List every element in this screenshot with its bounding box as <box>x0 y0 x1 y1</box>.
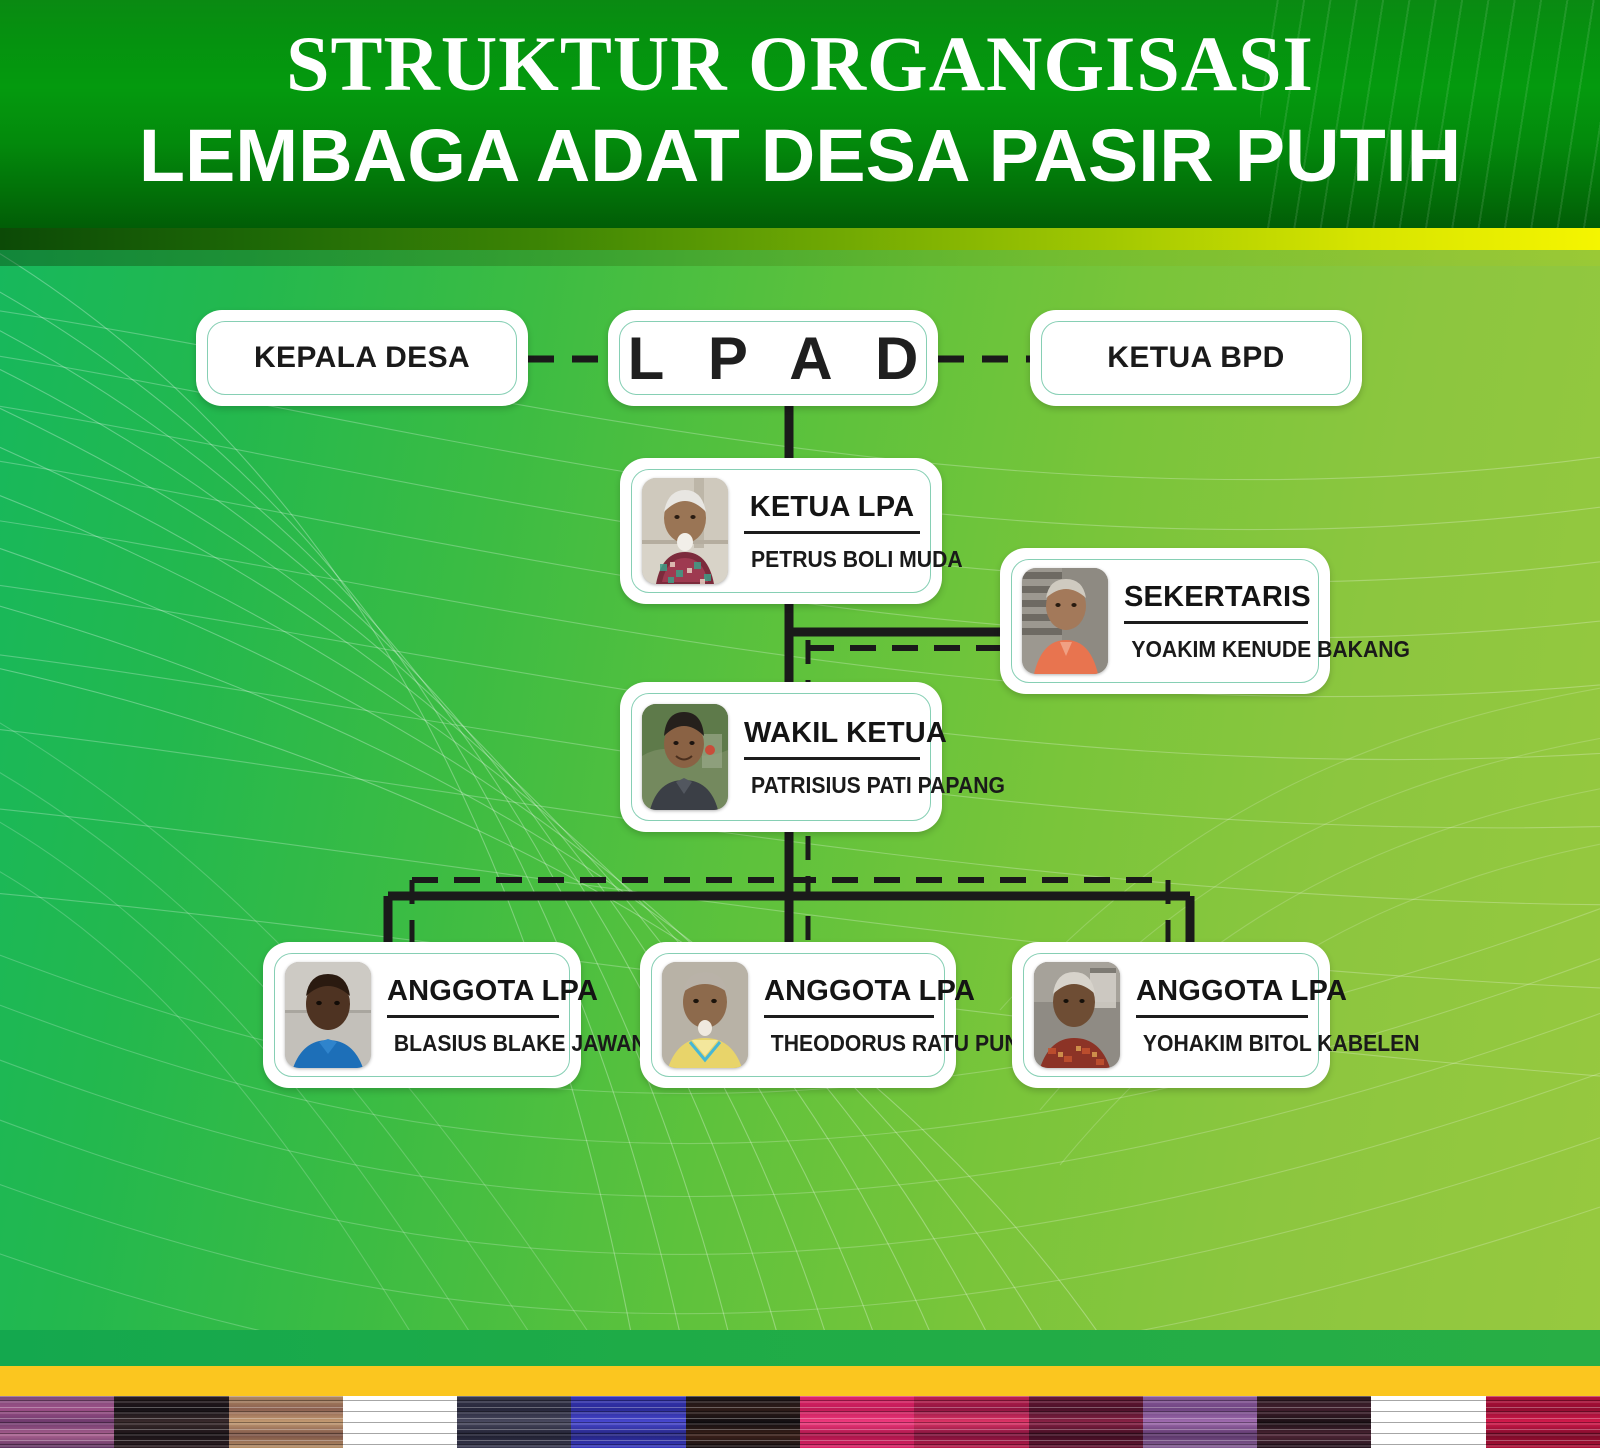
header-band-shadow <box>0 250 1600 266</box>
person-text: ANGGOTA LPA THEODORUS RATU PUNANG <box>764 974 1067 1057</box>
header-gradient-band <box>0 228 1600 250</box>
anggota-1-title: ANGGOTA LPA <box>387 974 599 1007</box>
header-title-line-2: LEMBAGA ADAT DESA PASIR PUTIH <box>138 114 1462 197</box>
textile-panel <box>685 1396 800 1448</box>
anggota-1-name: BLASIUS BLAKE JAWANG <box>393 1029 664 1056</box>
title-divider <box>764 1014 934 1018</box>
textile-panel <box>457 1396 572 1448</box>
textile-panel <box>0 1396 115 1448</box>
person-block: WAKIL KETUA PATRISIUS PATI PAPANG <box>642 702 1005 812</box>
title-divider <box>387 1014 559 1018</box>
node-anggota-1[interactable]: ANGGOTA LPA BLASIUS BLAKE JAWANG <box>263 942 664 1088</box>
node-anggota-2[interactable]: ANGGOTA LPA THEODORUS RATU PUNANG <box>640 942 1067 1088</box>
textile-panel <box>228 1396 343 1448</box>
wakil-ketua-title: WAKIL KETUA <box>744 716 948 749</box>
node-ketua-lpa[interactable]: KETUA LPA PETRUS BOLI MUDA <box>620 458 963 604</box>
textile-panel <box>1257 1396 1372 1448</box>
title-divider <box>744 530 920 534</box>
poster-header: STRUKTUR ORGANGISASI LEMBAGA ADAT DESA P… <box>0 0 1600 230</box>
person-photo-sekertaris <box>1022 568 1108 674</box>
person-photo-anggota-1 <box>285 962 371 1068</box>
person-block: ANGGOTA LPA THEODORUS RATU PUNANG <box>662 962 1067 1068</box>
person-block: KETUA LPA PETRUS BOLI MUDA <box>642 478 963 584</box>
person-text: KETUA LPA PETRUS BOLI MUDA <box>744 490 963 573</box>
header-title-line-1: STRUKTUR ORGANGISASI <box>286 20 1314 107</box>
title-divider <box>744 756 920 760</box>
textile-panel <box>1142 1396 1258 1448</box>
title-divider <box>1124 620 1308 624</box>
anggota-3-name: YOHAKIM BITOL KABELEN <box>1142 1029 1420 1056</box>
node-ketua-bpd[interactable]: KETUA BPD <box>1030 310 1362 406</box>
textile-panel <box>1485 1396 1600 1448</box>
wakil-ketua-name: PATRISIUS PATI PAPANG <box>751 771 1005 798</box>
person-photo-ketua <box>642 478 728 584</box>
person-text: ANGGOTA LPA YOHAKIM BITOL KABELEN <box>1136 974 1420 1057</box>
person-block: ANGGOTA LPA YOHAKIM BITOL KABELEN <box>1034 962 1420 1068</box>
footer-green-band <box>0 1330 1600 1366</box>
title-divider <box>1136 1014 1308 1018</box>
textile-panel <box>1371 1396 1486 1448</box>
sekertaris-name: YOAKIM KENUDE BAKANG <box>1131 635 1410 662</box>
textile-panel <box>799 1396 915 1448</box>
node-sekertaris[interactable]: SEKERTARIS YOAKIM KENUDE BAKANG <box>1000 548 1410 694</box>
anggota-2-title: ANGGOTA LPA <box>764 974 976 1007</box>
person-text: ANGGOTA LPA BLASIUS BLAKE JAWANG <box>387 974 664 1057</box>
anggota-3-title: ANGGOTA LPA <box>1136 974 1348 1007</box>
lpad-label: L P A D <box>627 324 933 392</box>
person-block: SEKERTARIS YOAKIM KENUDE BAKANG <box>1022 568 1410 674</box>
person-photo-anggota-3 <box>1034 962 1120 1068</box>
person-photo-wakil <box>642 704 728 810</box>
node-kepala-desa[interactable]: KEPALA DESA <box>196 310 528 406</box>
footer-yellow-band <box>0 1366 1600 1396</box>
person-block: ANGGOTA LPA BLASIUS BLAKE JAWANG <box>285 962 664 1068</box>
kepala-desa-label: KEPALA DESA <box>253 341 471 374</box>
textile-panel <box>342 1396 458 1448</box>
node-wakil-ketua[interactable]: WAKIL KETUA PATRISIUS PATI PAPANG <box>620 682 1005 832</box>
person-text: WAKIL KETUA PATRISIUS PATI PAPANG <box>744 716 1005 799</box>
textile-panel <box>914 1396 1029 1448</box>
ketua-lpa-name: PETRUS BOLI MUDA <box>751 545 963 572</box>
node-lpad[interactable]: L P A D <box>608 310 938 406</box>
ketua-lpa-title: KETUA LPA <box>749 490 915 523</box>
anggota-2-name: THEODORUS RATU PUNANG <box>770 1029 1067 1056</box>
textile-panel <box>1028 1396 1143 1448</box>
person-text: SEKERTARIS YOAKIM KENUDE BAKANG <box>1124 580 1410 663</box>
sekertaris-title: SEKERTARIS <box>1124 580 1311 613</box>
person-photo-anggota-2 <box>662 962 748 1068</box>
node-anggota-3[interactable]: ANGGOTA LPA YOHAKIM BITOL KABELEN <box>1012 942 1420 1088</box>
footer-textile-strip <box>0 1396 1600 1448</box>
ketua-bpd-label: KETUA BPD <box>1107 341 1285 374</box>
textile-panel <box>114 1396 229 1448</box>
textile-panel <box>571 1396 686 1448</box>
